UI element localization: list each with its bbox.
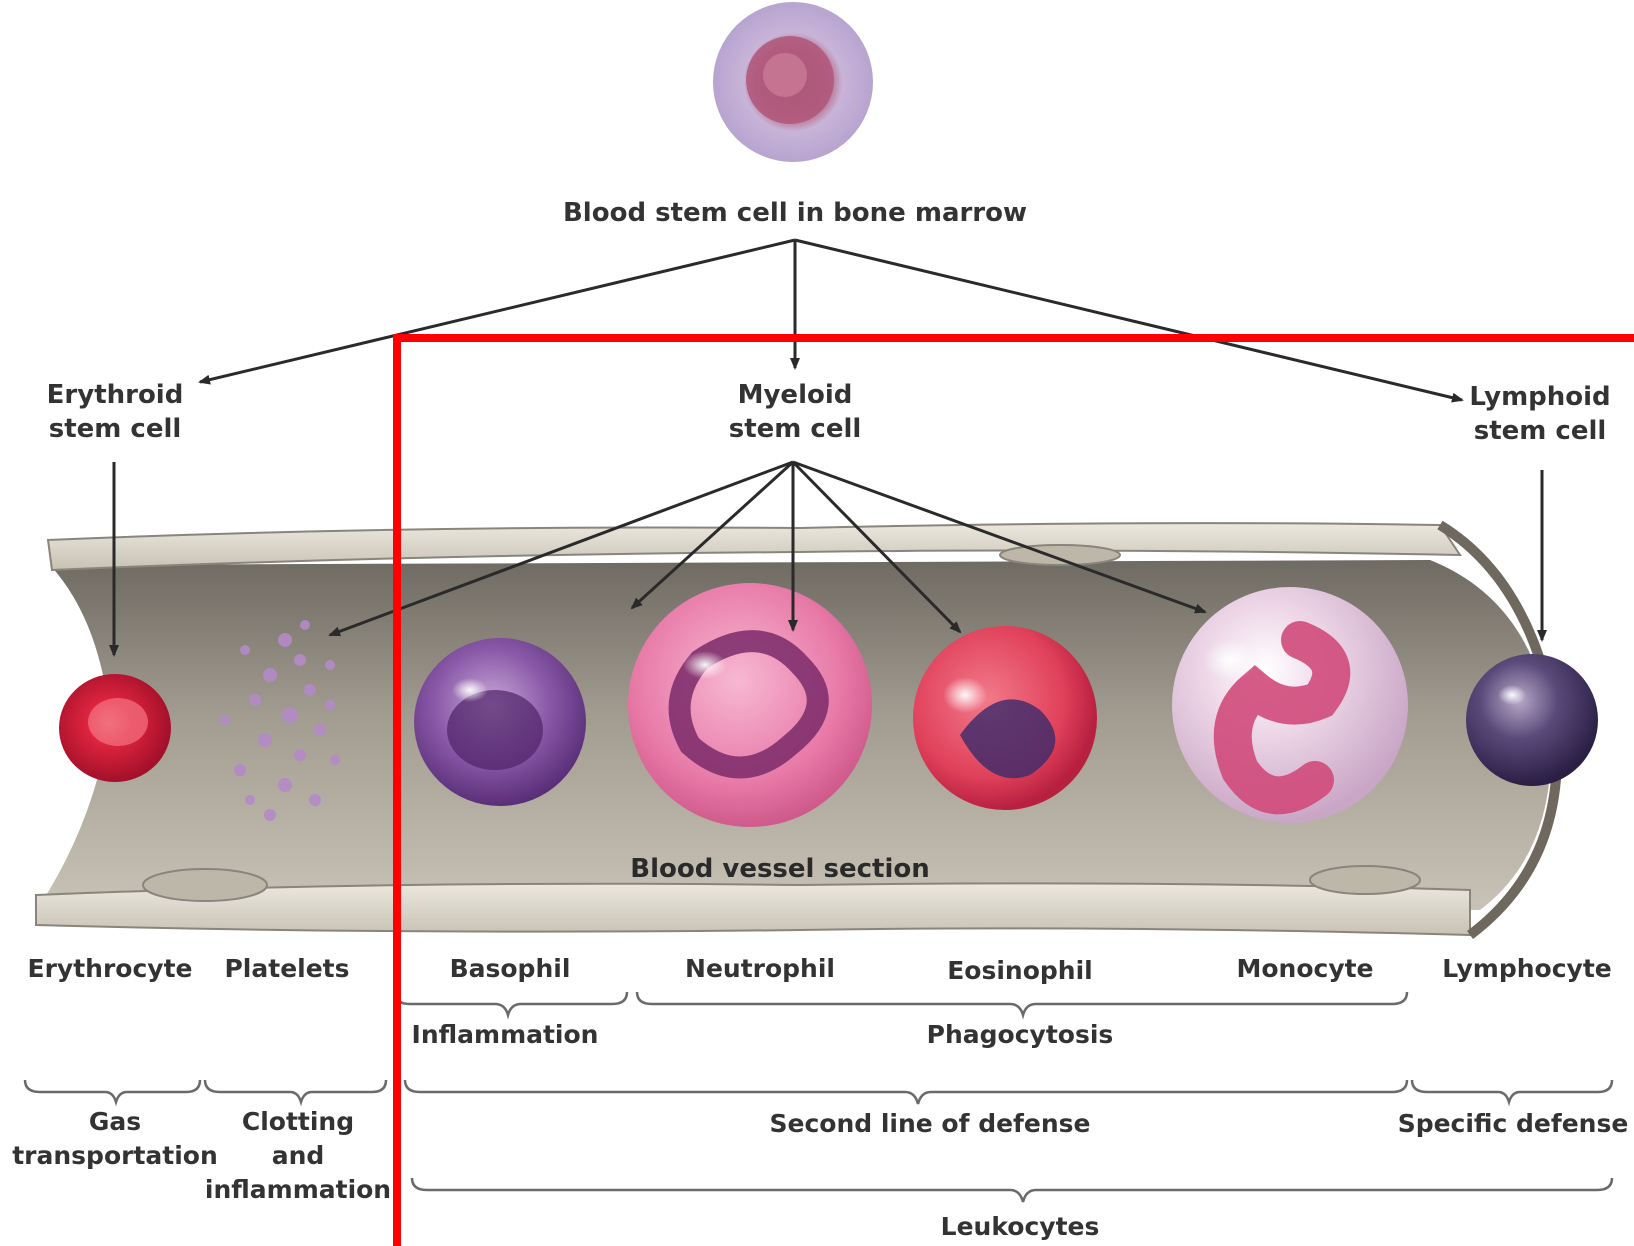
lymphocyte-label: Lymphocyte (1432, 952, 1622, 986)
erythrocyte-label: Erythrocyte (15, 952, 205, 986)
eosinophil-label: Eosinophil (930, 954, 1110, 988)
brace-inflammation (395, 992, 627, 1015)
platelets-label: Platelets (212, 952, 362, 986)
brace-clotting (205, 1080, 386, 1102)
basophil-label: Basophil (430, 952, 590, 986)
brace-second-line (405, 1080, 1407, 1104)
erythrocyte-image (59, 674, 171, 782)
brace-phagocytosis (637, 992, 1407, 1015)
arrow-to-lymphoid (795, 240, 1462, 400)
eosinophil-image (913, 626, 1097, 810)
monocyte-label: Monocyte (1215, 952, 1395, 986)
lymphoid-stem-cell-label: Lymphoid stem cell (1450, 380, 1630, 448)
arrow-to-erythroid (200, 240, 795, 382)
neutrophil-image (628, 583, 872, 827)
clotting-inflammation-label: Clotting and inflammation (200, 1105, 396, 1207)
myeloid-stem-cell-label: Myeloid stem cell (700, 378, 890, 446)
gas-transportation-label: Gas transportation (10, 1105, 220, 1173)
brace-leukocytes (412, 1178, 1612, 1202)
neutrophil-label: Neutrophil (670, 952, 850, 986)
lymphocyte-image (1466, 654, 1598, 786)
brace-gas (25, 1080, 200, 1102)
erythroid-stem-cell-label: Erythroid stem cell (20, 378, 210, 446)
monocyte-image (1172, 587, 1408, 823)
blood-stem-cell-label: Blood stem cell in bone marrow (540, 196, 1050, 230)
basophil-image (414, 638, 586, 806)
leukocytes-label: Leukocytes (920, 1210, 1120, 1244)
endothelial-nucleus (1310, 866, 1420, 894)
endothelial-nucleus (143, 869, 267, 901)
brace-specific (1412, 1080, 1612, 1102)
endothelial-nucleus (1000, 545, 1120, 565)
second-line-of-defense-label: Second line of defense (760, 1107, 1100, 1141)
blood-vessel-section-label: Blood vessel section (610, 852, 950, 886)
phagocytosis-label: Phagocytosis (920, 1018, 1120, 1052)
blood-stem-cell-image (713, 2, 873, 162)
inflammation-label: Inflammation (405, 1018, 605, 1052)
specific-defense-label: Specific defense (1392, 1107, 1634, 1141)
